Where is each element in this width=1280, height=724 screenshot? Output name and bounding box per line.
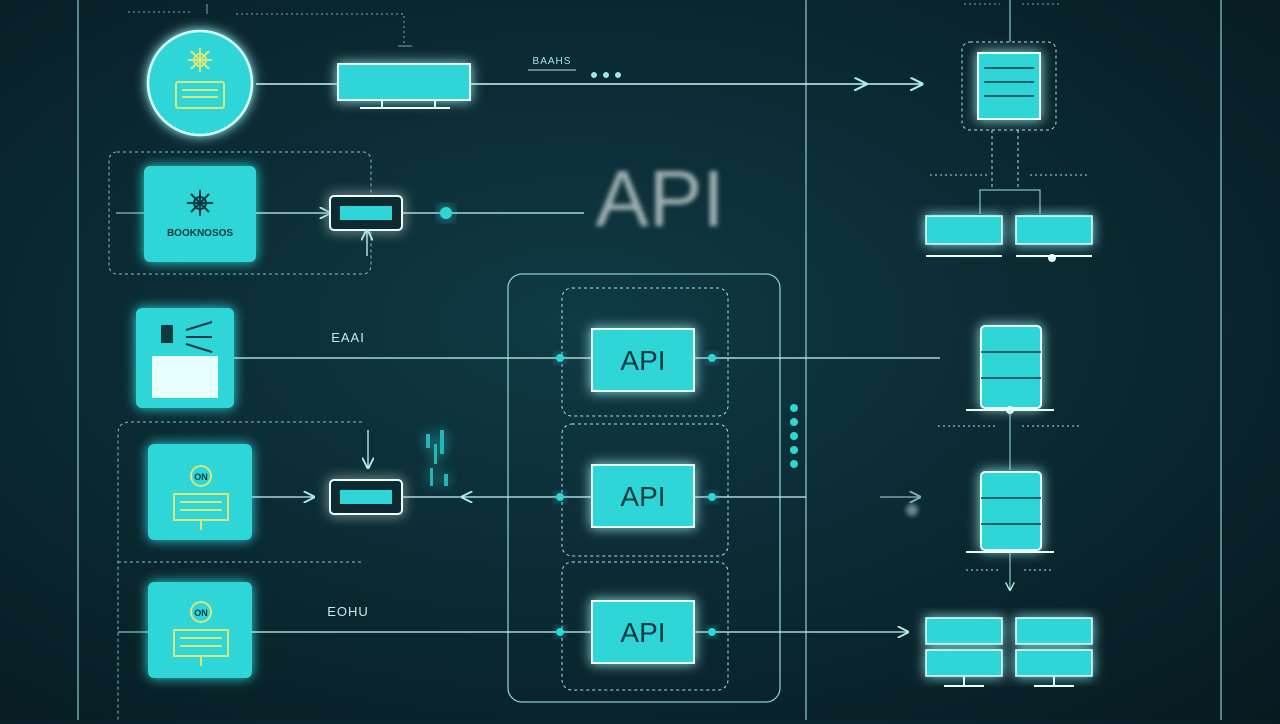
source-label-4: ON — [194, 472, 208, 482]
api-label-1: API — [620, 345, 665, 376]
connector-label-1: EAAI — [331, 330, 365, 345]
source-label-5: ON — [194, 608, 208, 618]
top-caption: BAAHS — [533, 56, 572, 67]
source-group-2 — [117, 421, 362, 720]
api-node-3[interactable]: API — [591, 600, 695, 664]
top-display-node[interactable] — [337, 63, 471, 109]
source-node-5[interactable]: ON — [148, 582, 252, 678]
top-marks — [128, 3, 1060, 47]
api-frame-2 — [561, 423, 729, 557]
source-node-4[interactable]: ON — [148, 444, 252, 540]
api-frame-1 — [561, 287, 729, 417]
frame-lines — [77, 0, 1222, 720]
api-gateway-container — [507, 273, 781, 703]
server-1-links — [938, 410, 1080, 470]
gear-icon — [175, 48, 225, 109]
client-monitors-node[interactable] — [925, 617, 1093, 687]
monitor-icon — [173, 465, 229, 530]
source-node-1[interactable] — [146, 29, 254, 137]
twin-storage-node[interactable] — [925, 215, 1093, 262]
ellipsis-dots — [591, 72, 621, 78]
connector-node-1[interactable] — [329, 195, 403, 231]
api-dots — [790, 404, 798, 468]
hammer-icon — [161, 321, 213, 353]
source-node-2[interactable]: BOOKNOSOS — [144, 166, 256, 262]
monitor-icon — [173, 601, 229, 666]
connector-label-2: EOHU — [327, 604, 369, 619]
server-node-1[interactable] — [966, 325, 1054, 414]
api-label-2: API — [620, 481, 665, 512]
server-2-links — [966, 552, 1054, 590]
source-node-3[interactable] — [136, 308, 234, 408]
data-stream-glitch — [426, 430, 448, 486]
top-server-node[interactable] — [961, 41, 1057, 131]
api-node-2[interactable]: API — [591, 464, 695, 528]
big-api-label: API — [596, 154, 725, 243]
api-label-3: API — [620, 617, 665, 648]
server-node-2[interactable] — [966, 471, 1054, 553]
connector-node-2[interactable] — [329, 479, 403, 515]
api-frame-3 — [561, 561, 729, 691]
api-node-1[interactable]: API — [591, 328, 695, 392]
source-label-2: BOOKNOSOS — [167, 228, 233, 239]
source-group-1 — [108, 151, 372, 275]
gear-icon — [187, 190, 213, 216]
signal-spark — [440, 207, 452, 219]
top-server-links — [930, 0, 1088, 214]
